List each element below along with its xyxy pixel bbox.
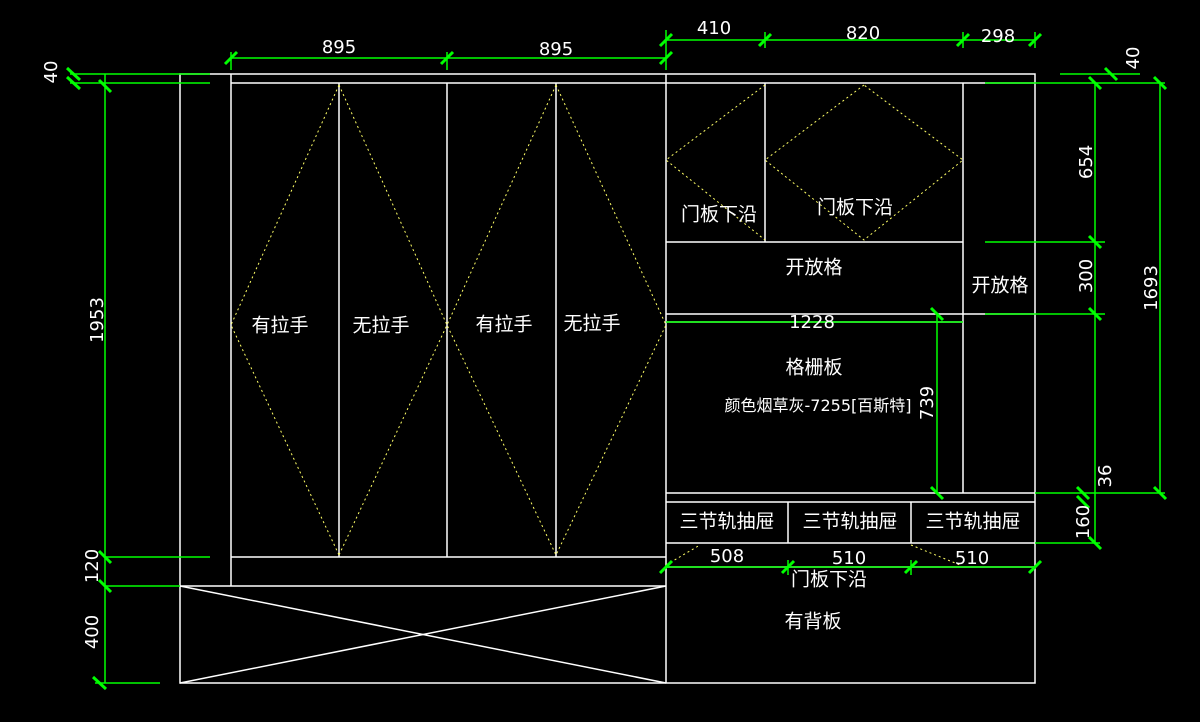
dim-bottom-510-a: 510 bbox=[831, 548, 867, 569]
base-x-line-2 bbox=[179, 585, 667, 684]
label-open-shelf-center: 开放格 bbox=[785, 256, 843, 279]
dim-top-820: 820 bbox=[845, 23, 881, 44]
dim-left-40: 40 bbox=[41, 60, 62, 84]
dimension-lines bbox=[70, 30, 1165, 684]
dim-left-1953: 1953 bbox=[87, 297, 108, 343]
dim-top-door1: 895 bbox=[321, 37, 357, 58]
label-door2: 无拉手 bbox=[352, 314, 410, 337]
dim-top-410: 410 bbox=[696, 18, 732, 39]
dim-right-300: 300 bbox=[1076, 258, 1097, 294]
dim-mid-739: 739 bbox=[917, 385, 938, 421]
label-door3: 有拉手 bbox=[475, 313, 533, 336]
label-drawer1: 三节轨抽屉 bbox=[679, 510, 775, 533]
dim-mid-1228: 1228 bbox=[789, 312, 835, 333]
label-back-panel: 有背板 bbox=[784, 610, 842, 633]
label-upper-door-right: 门板下沿 bbox=[816, 196, 894, 219]
dim-right-1693: 1693 bbox=[1141, 265, 1162, 311]
label-drawer3: 三节轨抽屉 bbox=[925, 510, 1021, 533]
cabinet-outline bbox=[179, 73, 1036, 684]
dimension-ticks bbox=[65, 32, 1168, 691]
dim-left-120: 120 bbox=[82, 548, 103, 584]
dim-bottom-508: 508 bbox=[709, 546, 745, 567]
label-lower-door: 门板下沿 bbox=[790, 568, 868, 591]
label-open-shelf-right: 开放格 bbox=[971, 274, 1029, 297]
upper-door-right-guide bbox=[764, 84, 964, 241]
dim-right-654: 654 bbox=[1076, 144, 1097, 180]
dim-right-40: 40 bbox=[1123, 46, 1144, 70]
label-color-note: 颜色烟草灰-7255[百斯特] bbox=[724, 396, 912, 415]
label-upper-door-left: 门板下沿 bbox=[680, 203, 758, 226]
label-door1: 有拉手 bbox=[251, 314, 309, 337]
upper-door-left-guide bbox=[665, 84, 766, 241]
drawer-guide-2 bbox=[910, 544, 961, 566]
dim-right-160: 160 bbox=[1073, 504, 1094, 540]
dim-top-door2: 895 bbox=[538, 39, 574, 60]
dim-top-298: 298 bbox=[980, 26, 1016, 47]
label-drawer2: 三节轨抽屉 bbox=[802, 510, 898, 533]
label-grille-panel: 格栅板 bbox=[785, 356, 843, 379]
dim-bottom-510-b: 510 bbox=[954, 548, 990, 569]
dim-right-36: 36 bbox=[1095, 464, 1116, 488]
label-door4: 无拉手 bbox=[563, 312, 621, 335]
outer-frame bbox=[179, 73, 1036, 684]
dim-left-400: 400 bbox=[82, 614, 103, 650]
